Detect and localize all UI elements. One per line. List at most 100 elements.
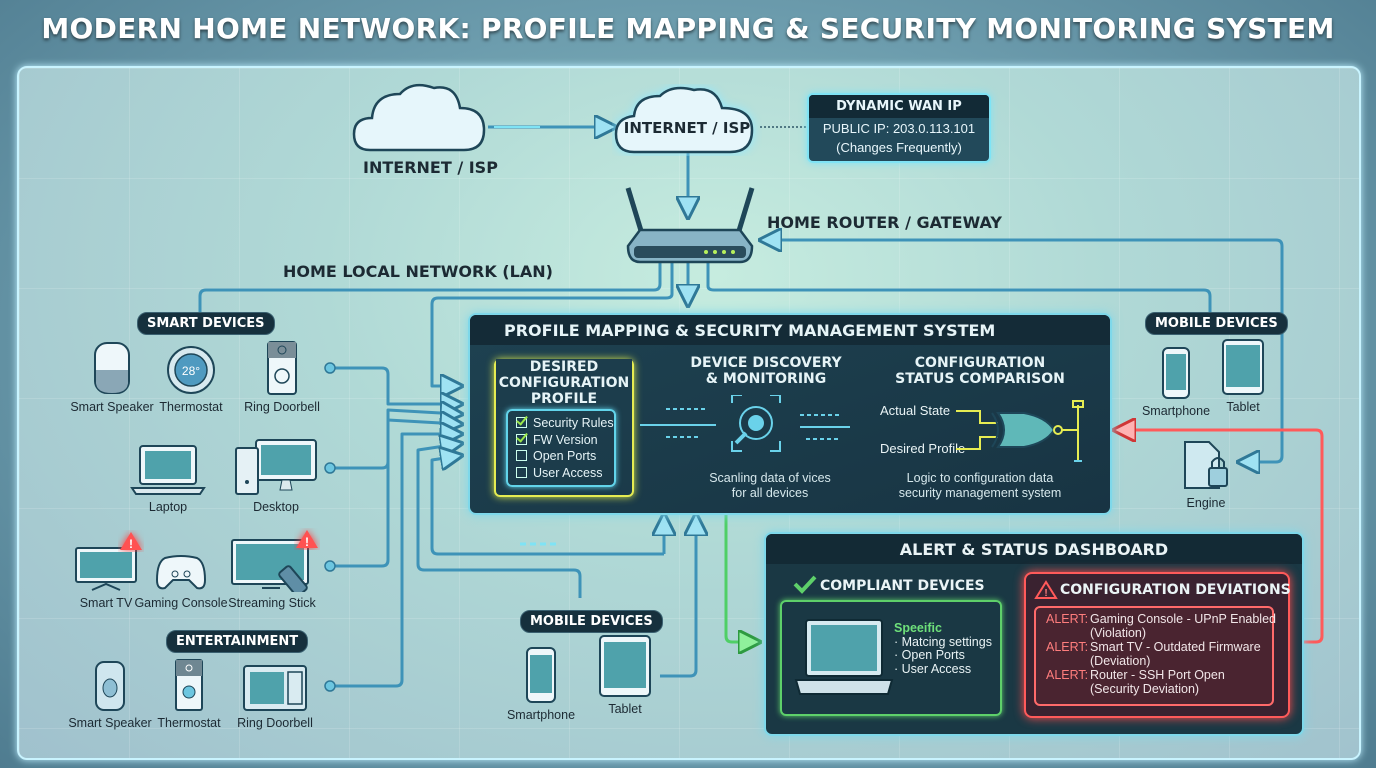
streaming-stick-icon (231, 539, 309, 592)
alert-item[interactable]: ALERT:Gaming Console - UPnP Enabled(Viol… (1046, 612, 1276, 640)
tablet-icon (599, 635, 651, 697)
checkbox-empty-icon (516, 450, 527, 461)
isp-cloud-icon (614, 86, 754, 154)
device-smart-speaker[interactable]: Smart Speaker (62, 340, 162, 414)
checklist-item[interactable]: Open Ports (516, 448, 614, 465)
wire-streaming (330, 420, 458, 568)
laptop-icon (794, 619, 894, 695)
engine-component[interactable]: Engine (1156, 436, 1256, 510)
locked-file-icon (1184, 441, 1228, 489)
wire-mobile-to-router (764, 240, 1284, 456)
svg-text:!: ! (129, 537, 133, 551)
diagram-title: MODERN HOME NETWORK: PROFILE MAPPING & S… (41, 12, 1335, 45)
tv-icon (75, 547, 137, 591)
alert-item[interactable]: ALERT:Router - SSH Port Open(Security De… (1046, 668, 1225, 696)
wire-tablet-to-pms (660, 518, 696, 678)
wire-doorbell (330, 366, 458, 404)
smart-speaker-icon (95, 661, 125, 711)
deviations-title: CONFIGURATION DEVIATIONS (1060, 582, 1291, 598)
tablet-icon (1222, 339, 1264, 395)
wan-note: (Changes Frequently) (836, 140, 962, 155)
entertainment-header: ENTERTAINMENT (166, 630, 309, 653)
checkbox-checked-icon (516, 433, 527, 445)
internet-left-label: INTERNET / ISP (363, 158, 498, 177)
smartphone-icon (1162, 347, 1190, 399)
device-entertainment-speaker[interactable]: Smart Speaker (60, 656, 160, 730)
mobile-devices-bottom-header: MOBILE DEVICES (520, 610, 663, 633)
profile-mapping-system-panel: PROFILE MAPPING & SECURITY MANAGEMENT SY… (468, 313, 1112, 515)
internet-isp-label: INTERNET / ISP (623, 119, 751, 137)
doorbell-icon (175, 659, 203, 711)
desired-checklist: Security Rules FW Version Open Ports Use… (506, 409, 616, 487)
checklist-item[interactable]: User Access (516, 465, 614, 482)
pms-title: PROFILE MAPPING & SECURITY MANAGEMENT SY… (470, 315, 1110, 345)
dashboard-title: ALERT & STATUS DASHBOARD (766, 534, 1302, 564)
device-desktop[interactable]: Desktop (226, 439, 326, 514)
wire-to-engine (1242, 456, 1284, 462)
device-smartphone-right[interactable]: Smartphone (1126, 344, 1226, 418)
wire-alert-feedback (1118, 430, 1324, 644)
scanner-icon (640, 395, 850, 452)
wire-lan-mid (430, 262, 674, 386)
mobile-devices-right-header: MOBILE DEVICES (1145, 312, 1288, 335)
desired-profile-label: Desired Profile (880, 441, 966, 456)
xnor-gate-icon (956, 400, 1084, 462)
checkbox-empty-icon (516, 466, 527, 478)
alert-item[interactable]: ALERT:Smart TV - Outdated Firmware(Devia… (1046, 640, 1261, 668)
device-thermostat[interactable]: 28° Thermostat (141, 340, 241, 414)
tablet-landscape-icon (243, 665, 307, 711)
alert-triangle-icon: ! (120, 532, 142, 551)
wire-mobile-bottom-2 (430, 456, 664, 556)
svg-text:!: ! (305, 535, 309, 549)
device-laptop[interactable]: Laptop (118, 440, 218, 514)
laptop-icon (130, 445, 206, 495)
warning-triangle-icon: ! (1034, 580, 1058, 599)
device-tablet-right[interactable]: Tablet (1193, 339, 1293, 414)
gamepad-icon (155, 555, 207, 590)
cloud-icon (352, 83, 486, 152)
doorbell-icon (267, 341, 297, 395)
svg-text:!: ! (1044, 588, 1047, 599)
thermostat-display: 28° (182, 364, 200, 378)
alert-status-dashboard: ALERT & STATUS DASHBOARD COMPLIANT DEVIC… (764, 532, 1304, 736)
compliant-devices-panel: Speeific · Matcing settings · Open Ports… (780, 600, 1002, 716)
smartphone-icon (526, 647, 556, 703)
device-tablet-bottom[interactable]: Tablet (575, 635, 675, 716)
device-streaming-stick[interactable]: ! Streaming Stick (222, 530, 322, 610)
actual-state-label: Actual State (880, 403, 951, 418)
router-icon (625, 187, 755, 264)
thermostat-icon: 28° (167, 346, 215, 394)
lan-label: HOME LOCAL NETWORK (LAN) (283, 262, 553, 281)
checklist-item[interactable]: Security Rules (516, 415, 614, 432)
compliant-title: COMPLIANT DEVICES (820, 578, 985, 594)
device-entertainment-thermostat[interactable]: Thermostat (139, 656, 239, 730)
wire-pms-to-dashboard (724, 512, 756, 642)
device-gaming-console[interactable]: Gaming Console (131, 536, 231, 610)
discovery-title: DEVICE DISCOVERY& MONITORING (690, 355, 842, 387)
device-smartphone-bottom[interactable]: Smartphone (491, 647, 591, 722)
compliant-details: Speeific · Matcing settings · Open Ports… (894, 621, 992, 676)
desktop-icon (235, 439, 317, 495)
alert-list: ALERT:Gaming Console - UPnP Enabled(Viol… (1034, 606, 1276, 706)
smart-devices-header: SMART DEVICES (137, 312, 275, 335)
device-smart-tv[interactable]: ! Smart TV (56, 532, 156, 610)
wan-title: DYNAMIC WAN IP (809, 95, 989, 118)
wan-ip-panel: DYNAMIC WAN IP PUBLIC IP: 203.0.113.101 … (807, 93, 991, 163)
wan-ip: PUBLIC IP: 203.0.113.101 (822, 121, 976, 136)
wire-lan-left (198, 262, 662, 312)
checklist-item[interactable]: FW Version (516, 432, 614, 449)
configuration-deviations-panel: ! CONFIGURATION DEVIATIONS ALERT:Gaming … (1024, 572, 1291, 718)
wire-lan-right (706, 262, 1212, 314)
checkmark-icon (793, 575, 817, 594)
device-entertainment-doorbell[interactable]: Ring Doorbell (225, 656, 325, 730)
alert-triangle-icon: ! (296, 530, 318, 549)
wire-mobile-bottom-1 (416, 444, 582, 598)
smart-speaker-icon (94, 342, 130, 394)
device-ring-doorbell[interactable]: Ring Doorbell (232, 340, 332, 414)
